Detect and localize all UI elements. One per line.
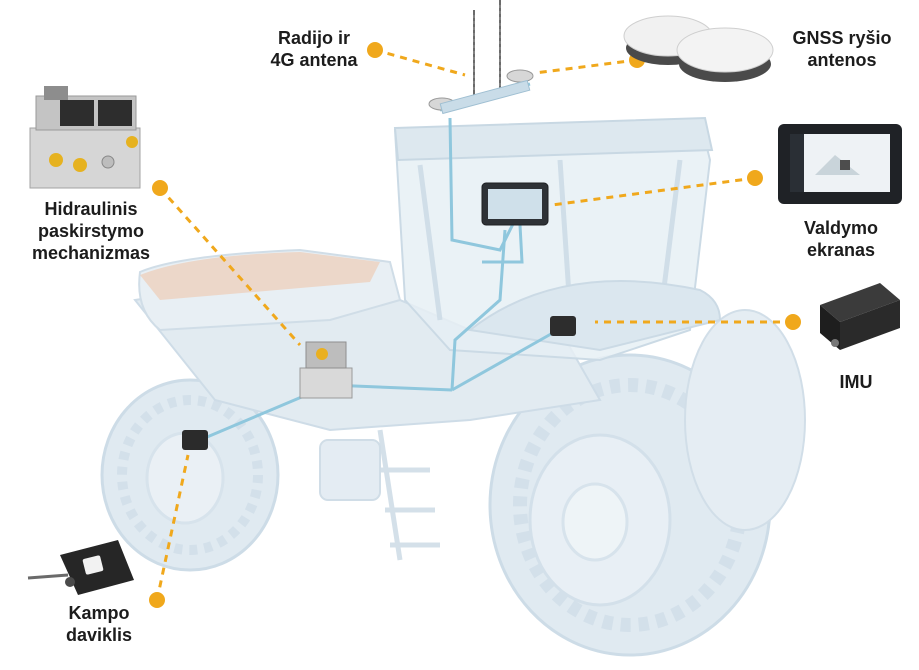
leader-gnss (534, 58, 638, 75)
callout-dot-valve (152, 180, 168, 196)
leader-screen (551, 176, 756, 207)
gnss-antenna-icon (623, 15, 774, 82)
wire-screen-down (450, 229, 507, 391)
label-control-screen: Valdymo ekranas (786, 217, 896, 261)
callout-leaders (155, 48, 793, 601)
hydraulic-valve-icon (29, 86, 141, 189)
label-imu: IMU (816, 371, 896, 393)
label-line: 4G antena (270, 50, 358, 70)
roof-antenna-masts (428, 0, 534, 115)
display-screen-icon (778, 124, 902, 204)
callout-dot-imu (785, 314, 801, 330)
label-line: daviklis (65, 625, 133, 645)
valve-mounted (299, 341, 353, 399)
label-line: ekranas (806, 240, 876, 260)
imu-mounted (550, 316, 576, 336)
label-gnss-antennas: GNSS ryšio antenos (782, 27, 902, 71)
label-line: paskirstymo (37, 221, 145, 241)
callout-dot-screen (747, 170, 763, 186)
label-line: mechanizmas (31, 243, 151, 263)
callout-dot-radio (367, 42, 383, 58)
front-wheel (100, 378, 280, 572)
callout-dot-angle (149, 592, 165, 608)
label-line: IMU (839, 372, 873, 392)
leader-valve (158, 187, 302, 346)
cab-screen-mounted (481, 182, 549, 226)
leader-radio (374, 48, 466, 77)
label-line: antenos (807, 50, 877, 70)
label-radio-4g-antenna: Radijo ir 4G antena (252, 27, 376, 71)
label-line: Radijo ir (277, 28, 350, 48)
wire-screen-trunk (482, 224, 524, 264)
tractor-illustration (100, 116, 806, 657)
wire-antenna-down (448, 117, 517, 252)
angle-sensor-icon (27, 540, 134, 595)
angle-sensor-mounted (182, 430, 208, 450)
label-hydraulic-steering: Hidraulinis paskirstymo mechanizmas (16, 198, 166, 264)
label-line: Kampo (68, 603, 130, 623)
label-line: Valdymo (803, 218, 879, 238)
imu-sensor-icon (820, 283, 900, 350)
label-angle-sensor: Kampo daviklis (44, 602, 154, 646)
wire-to-imu (451, 328, 559, 392)
label-line: GNSS ryšio (792, 28, 892, 48)
leader-angle (155, 454, 190, 601)
label-line: Hidraulinis (44, 199, 138, 219)
callout-dots (149, 42, 801, 608)
